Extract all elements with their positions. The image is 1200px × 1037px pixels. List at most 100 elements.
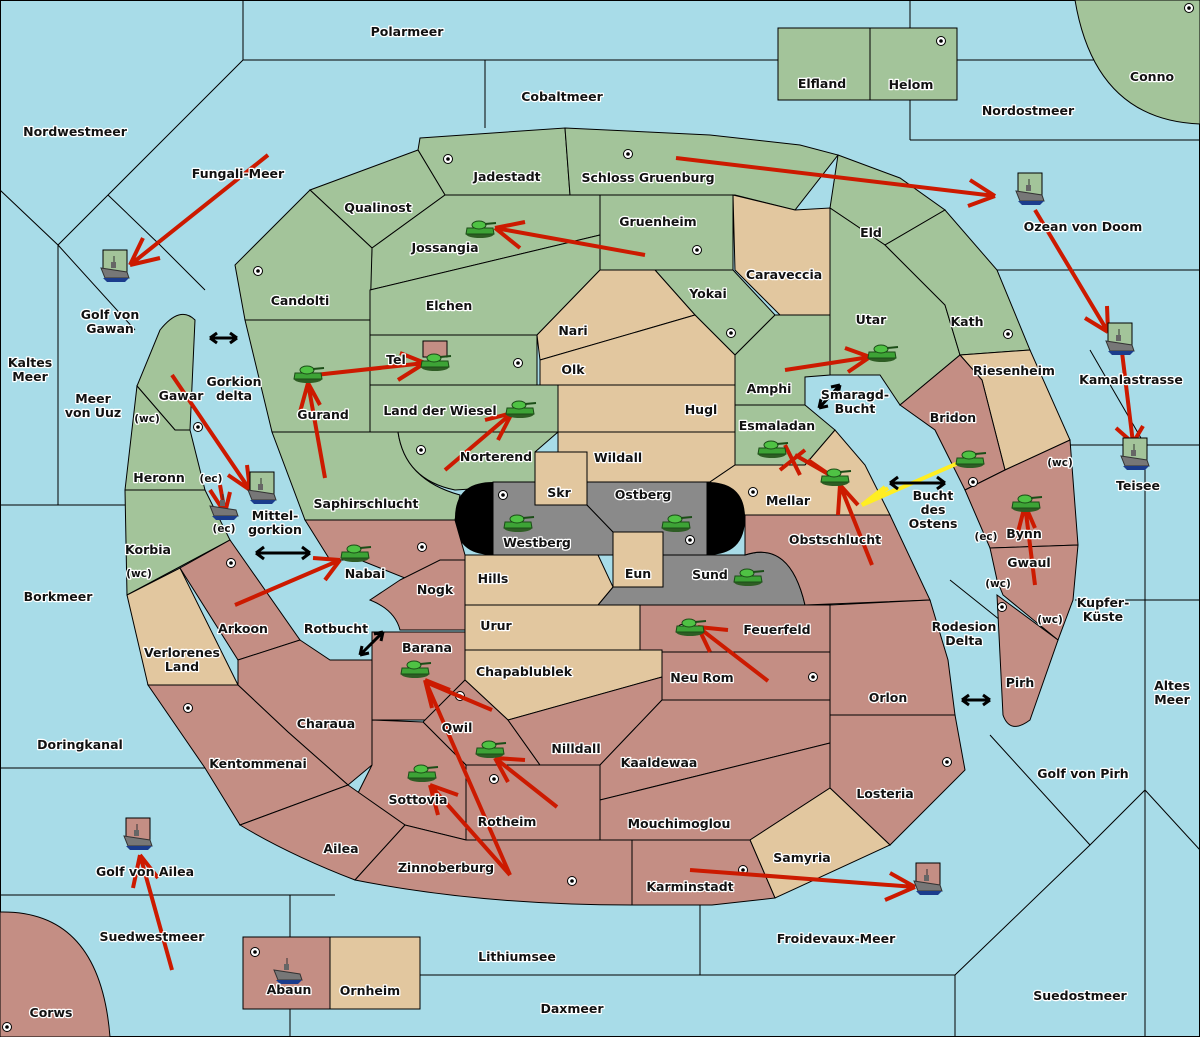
army-unit-icon[interactable] [503, 514, 535, 532]
sea-label-gorkiondelta: delta [216, 388, 252, 403]
territory-label-neurom: Neu Rom [670, 670, 733, 685]
fleet-unit-icon[interactable] [247, 471, 277, 504]
supply-center-icon [417, 542, 427, 552]
supply-center-icon [942, 757, 952, 767]
army-unit-icon[interactable] [1011, 494, 1043, 512]
sea-label-lithium: Lithiumsee [478, 949, 556, 964]
army-unit-icon[interactable] [340, 544, 372, 562]
territory-label-nari: Nari [558, 323, 587, 338]
double-arrow-icon [358, 630, 385, 657]
territory-gruenheim[interactable] [599, 194, 734, 271]
territory-label-jadestadt: Jadestadt [472, 169, 540, 184]
territory-nogk[interactable] [368, 559, 466, 631]
supply-center-icon [1184, 3, 1194, 13]
supply-center-icon [250, 947, 260, 957]
army-unit-icon[interactable] [757, 440, 789, 458]
territory-helom[interactable] [869, 27, 958, 101]
territory-label-zinnoberburg: Zinnoberburg [398, 860, 494, 875]
order-arrow [493, 756, 559, 809]
double-arrow-icon [889, 475, 946, 491]
territory-label-esmaladan: Esmaladan [739, 418, 815, 433]
order-arrow [427, 681, 493, 712]
impassable-east-cap [707, 482, 745, 555]
territory-label-helom: Helom [889, 77, 934, 92]
supply-center-icon [253, 266, 263, 276]
order-arrow [1114, 351, 1145, 445]
territory-heronn[interactable] [124, 384, 206, 491]
territory-bynn[interactable] [964, 439, 1079, 549]
army-unit-icon[interactable] [400, 660, 432, 678]
army-unit-icon[interactable] [675, 618, 707, 636]
fleet-unit-icon[interactable] [1015, 172, 1045, 205]
territory-label-olk: Olk [561, 362, 585, 377]
double-arrow-icon [817, 383, 842, 410]
territory-label-ornheim: Ornheim [340, 983, 400, 998]
bicoastal-arrows [209, 331, 991, 707]
territory-label-riesenheim: Riesenheim [973, 363, 1055, 378]
territory-label-sund: Sund [692, 567, 728, 582]
sea-label-kamala: Kamalastrasse [1079, 372, 1183, 387]
coast-marker: (ec) [200, 473, 223, 485]
supply-center-icon [193, 422, 203, 432]
coast-marker: (ec) [975, 531, 998, 543]
supply-center-icon [567, 876, 577, 886]
army-unit-icon[interactable] [407, 764, 439, 782]
territory-label-gruenheim: Gruenheim [619, 214, 696, 229]
army-unit-icon[interactable] [293, 365, 325, 383]
supply-center-icon [997, 602, 1007, 612]
army-unit-icon[interactable] [661, 514, 693, 532]
territory-label-eun: Eun [625, 566, 651, 581]
units [100, 172, 1150, 984]
territory-label-corws: Corws [30, 1005, 73, 1020]
army-unit-icon[interactable] [955, 450, 987, 468]
fleet-unit-icon[interactable] [273, 958, 303, 984]
territory-label-hills: Hills [478, 571, 509, 586]
sea-label-altes: Meer [1154, 692, 1190, 707]
order-arrow [131, 853, 174, 971]
fleet-unit-icon[interactable] [209, 494, 239, 520]
sea-label-ozean: Ozean von Doom [1024, 219, 1143, 234]
sea-label-nordostmeer: Nordostmeer [982, 103, 1075, 118]
territory-pirh[interactable] [996, 593, 1059, 727]
army-unit-icon[interactable] [420, 340, 452, 371]
supply-center-icon [726, 328, 736, 338]
sea-label-gorkiondelta: Gorkion [206, 374, 261, 389]
fleet-unit-icon[interactable] [913, 862, 943, 895]
territory-ornheim[interactable] [329, 936, 421, 1010]
army-unit-icon[interactable] [820, 468, 852, 486]
territory-obst[interactable] [744, 514, 931, 606]
supply-center-icon [685, 535, 695, 545]
territory-corws[interactable] [0, 911, 111, 1037]
territory-label-skr: Skr [547, 485, 571, 500]
supply-center-icon [183, 703, 193, 713]
sea-label-polarmeer: Polarmeer [371, 24, 445, 39]
army-unit-icon[interactable] [505, 400, 537, 418]
fleet-unit-icon[interactable] [100, 249, 130, 282]
fleet-unit-icon[interactable] [1120, 437, 1150, 470]
supply-center-icon [443, 154, 453, 164]
army-unit-icon[interactable] [733, 568, 765, 586]
army-unit-icon[interactable] [475, 740, 507, 758]
territory-label-ostberg: Ostberg [615, 487, 672, 502]
army-unit-icon[interactable] [465, 220, 497, 238]
fleet-unit-icon[interactable] [1105, 322, 1135, 355]
territory-label-heronn: Heronn [133, 470, 185, 485]
territory-label-norterend: Norterend [460, 449, 532, 464]
territory-label-amphi: Amphi [747, 381, 792, 396]
supply-center-icon [968, 477, 978, 487]
territory-label-verlorenes: Verlorenes [144, 645, 220, 660]
sea-label-rodesion: Delta [945, 633, 983, 648]
territory-orlon[interactable] [829, 599, 956, 716]
sea-label-kupfer: Kupfer- [1077, 595, 1130, 610]
territory-conno[interactable] [1074, 0, 1200, 125]
army-unit-icon[interactable] [867, 344, 899, 362]
sea-label-kaltes: Kaltes [8, 355, 52, 370]
sea-label-rodesion: Rodesion [932, 619, 997, 634]
territory-label-qwil: Qwil [442, 720, 473, 735]
territory-label-nilldall: Nilldall [551, 741, 600, 756]
territory-gawar[interactable] [136, 313, 196, 431]
territory-jadestadt[interactable] [417, 127, 571, 196]
sea-label-altes: Altes [1154, 678, 1190, 693]
order-arrow [689, 868, 916, 902]
fleet-unit-icon[interactable] [123, 817, 153, 850]
